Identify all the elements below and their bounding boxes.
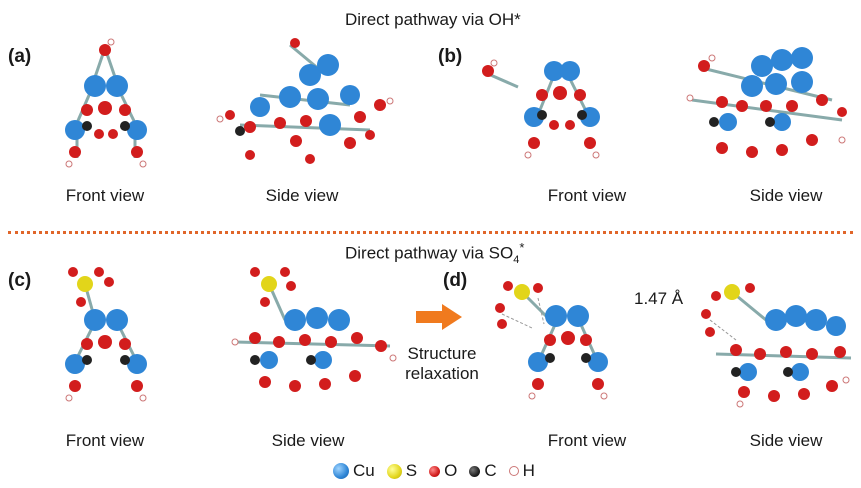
relaxation-arrow-icon [416,304,462,330]
caption-a-side: Side view [265,186,339,205]
top-title: Direct pathway via OH* [345,10,521,29]
panel-label-a: (a) [8,46,32,67]
molecule-c-front [65,267,147,402]
relaxation-line-1: Structure [407,344,477,363]
legend-label-h: H [522,461,535,480]
molecule-d-front [495,281,608,400]
molecule-a-front [65,38,147,168]
caption-c-front: Front view [65,431,145,450]
bond-length-label: 1.47 Å [634,289,684,308]
element-legend: Cu S O C H [333,461,541,481]
relaxation-label: Structure relaxation [396,344,488,384]
c-atom-icon [469,465,481,477]
caption-d-side: Side view [749,431,823,450]
cu-atom-icon [333,463,349,479]
caption-a-front: Front view [65,186,145,205]
caption-b-front: Front view [547,186,627,205]
caption-c-side: Side view [271,431,345,450]
bottom-title-subscript: 4 [513,254,520,267]
panel-label-d: (d) [443,270,468,291]
s-atom-icon [386,463,402,479]
molecule-d-side [701,283,852,408]
legend-label-s: S [405,461,418,480]
molecule-b-side [686,47,847,158]
panel-label-c: (c) [8,270,32,291]
legend-item-h: H [508,461,535,481]
caption-d-front: Front view [547,431,627,450]
legend-item-s: S [386,461,418,481]
molecule-b-front [482,59,600,159]
legend-label-o: O [444,461,458,480]
legend-item-o: O [429,461,457,481]
molecule-a-side [216,38,394,164]
legend-label-c: C [484,461,497,480]
legend-label-cu: Cu [353,461,375,480]
legend-item-c: C [469,461,497,481]
bottom-title-superscript: * [519,240,525,255]
legend-item-cu: Cu [333,461,375,481]
panel-label-b: (b) [438,46,463,67]
bottom-title: Direct pathway via SO4* [345,240,524,266]
h-atom-icon [508,466,519,476]
relaxation-line-2: relaxation [405,364,479,383]
caption-b-side: Side view [749,186,823,205]
section-divider [8,231,853,234]
o-atom-icon [429,465,441,477]
molecule-c-side [231,267,397,392]
bottom-title-main: Direct pathway via SO [345,243,514,263]
